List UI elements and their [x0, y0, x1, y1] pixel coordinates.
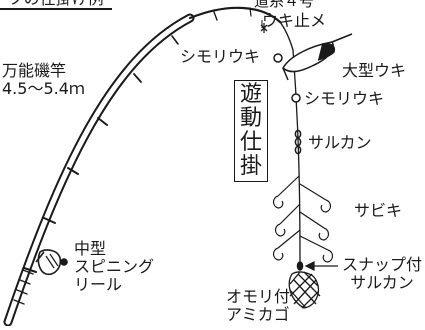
weighted-net-basket [288, 271, 321, 309]
large-float [282, 33, 353, 81]
label-shimoriuki-top: シモリウキ [180, 47, 261, 66]
label-ukidome: ウキ止メ [262, 11, 327, 30]
label-rod: 万能磯竿 4.5～5.4ｍ [2, 61, 85, 98]
sabiki-rig [272, 175, 334, 263]
label-weighted-basket: オモリ付 アミカゴ [226, 287, 291, 324]
yudou-shikake-text: 遊 動 仕 掛 [239, 82, 262, 179]
label-spinning-reel: 中型 スピニング リール [74, 239, 155, 294]
fishing-rod [3, 6, 294, 327]
shimoriuki-bead-top [273, 53, 283, 63]
label-shimoriuki-mid: シモリウキ [304, 89, 385, 108]
label-large-float: 大型ウキ [342, 61, 407, 80]
yudou-shikake-box: 遊 動 仕 掛 [234, 80, 268, 182]
shimoriuki-bead-mid [291, 93, 301, 103]
title-underline [0, 8, 112, 10]
ukidome-marker [260, 23, 268, 33]
label-sabiki: サビキ [354, 201, 403, 220]
snap-arrow [304, 261, 338, 271]
swivel [294, 129, 302, 155]
label-michiito: 道糸４号 [254, 0, 315, 10]
label-swivel: サルカン [308, 133, 372, 152]
spinning-reel [35, 249, 68, 276]
label-snap-swivel: スナップ付 サルカン [341, 255, 422, 292]
diagram-title: ーツの仕掛け例 [0, 0, 118, 10]
snap-swivel [296, 261, 304, 271]
